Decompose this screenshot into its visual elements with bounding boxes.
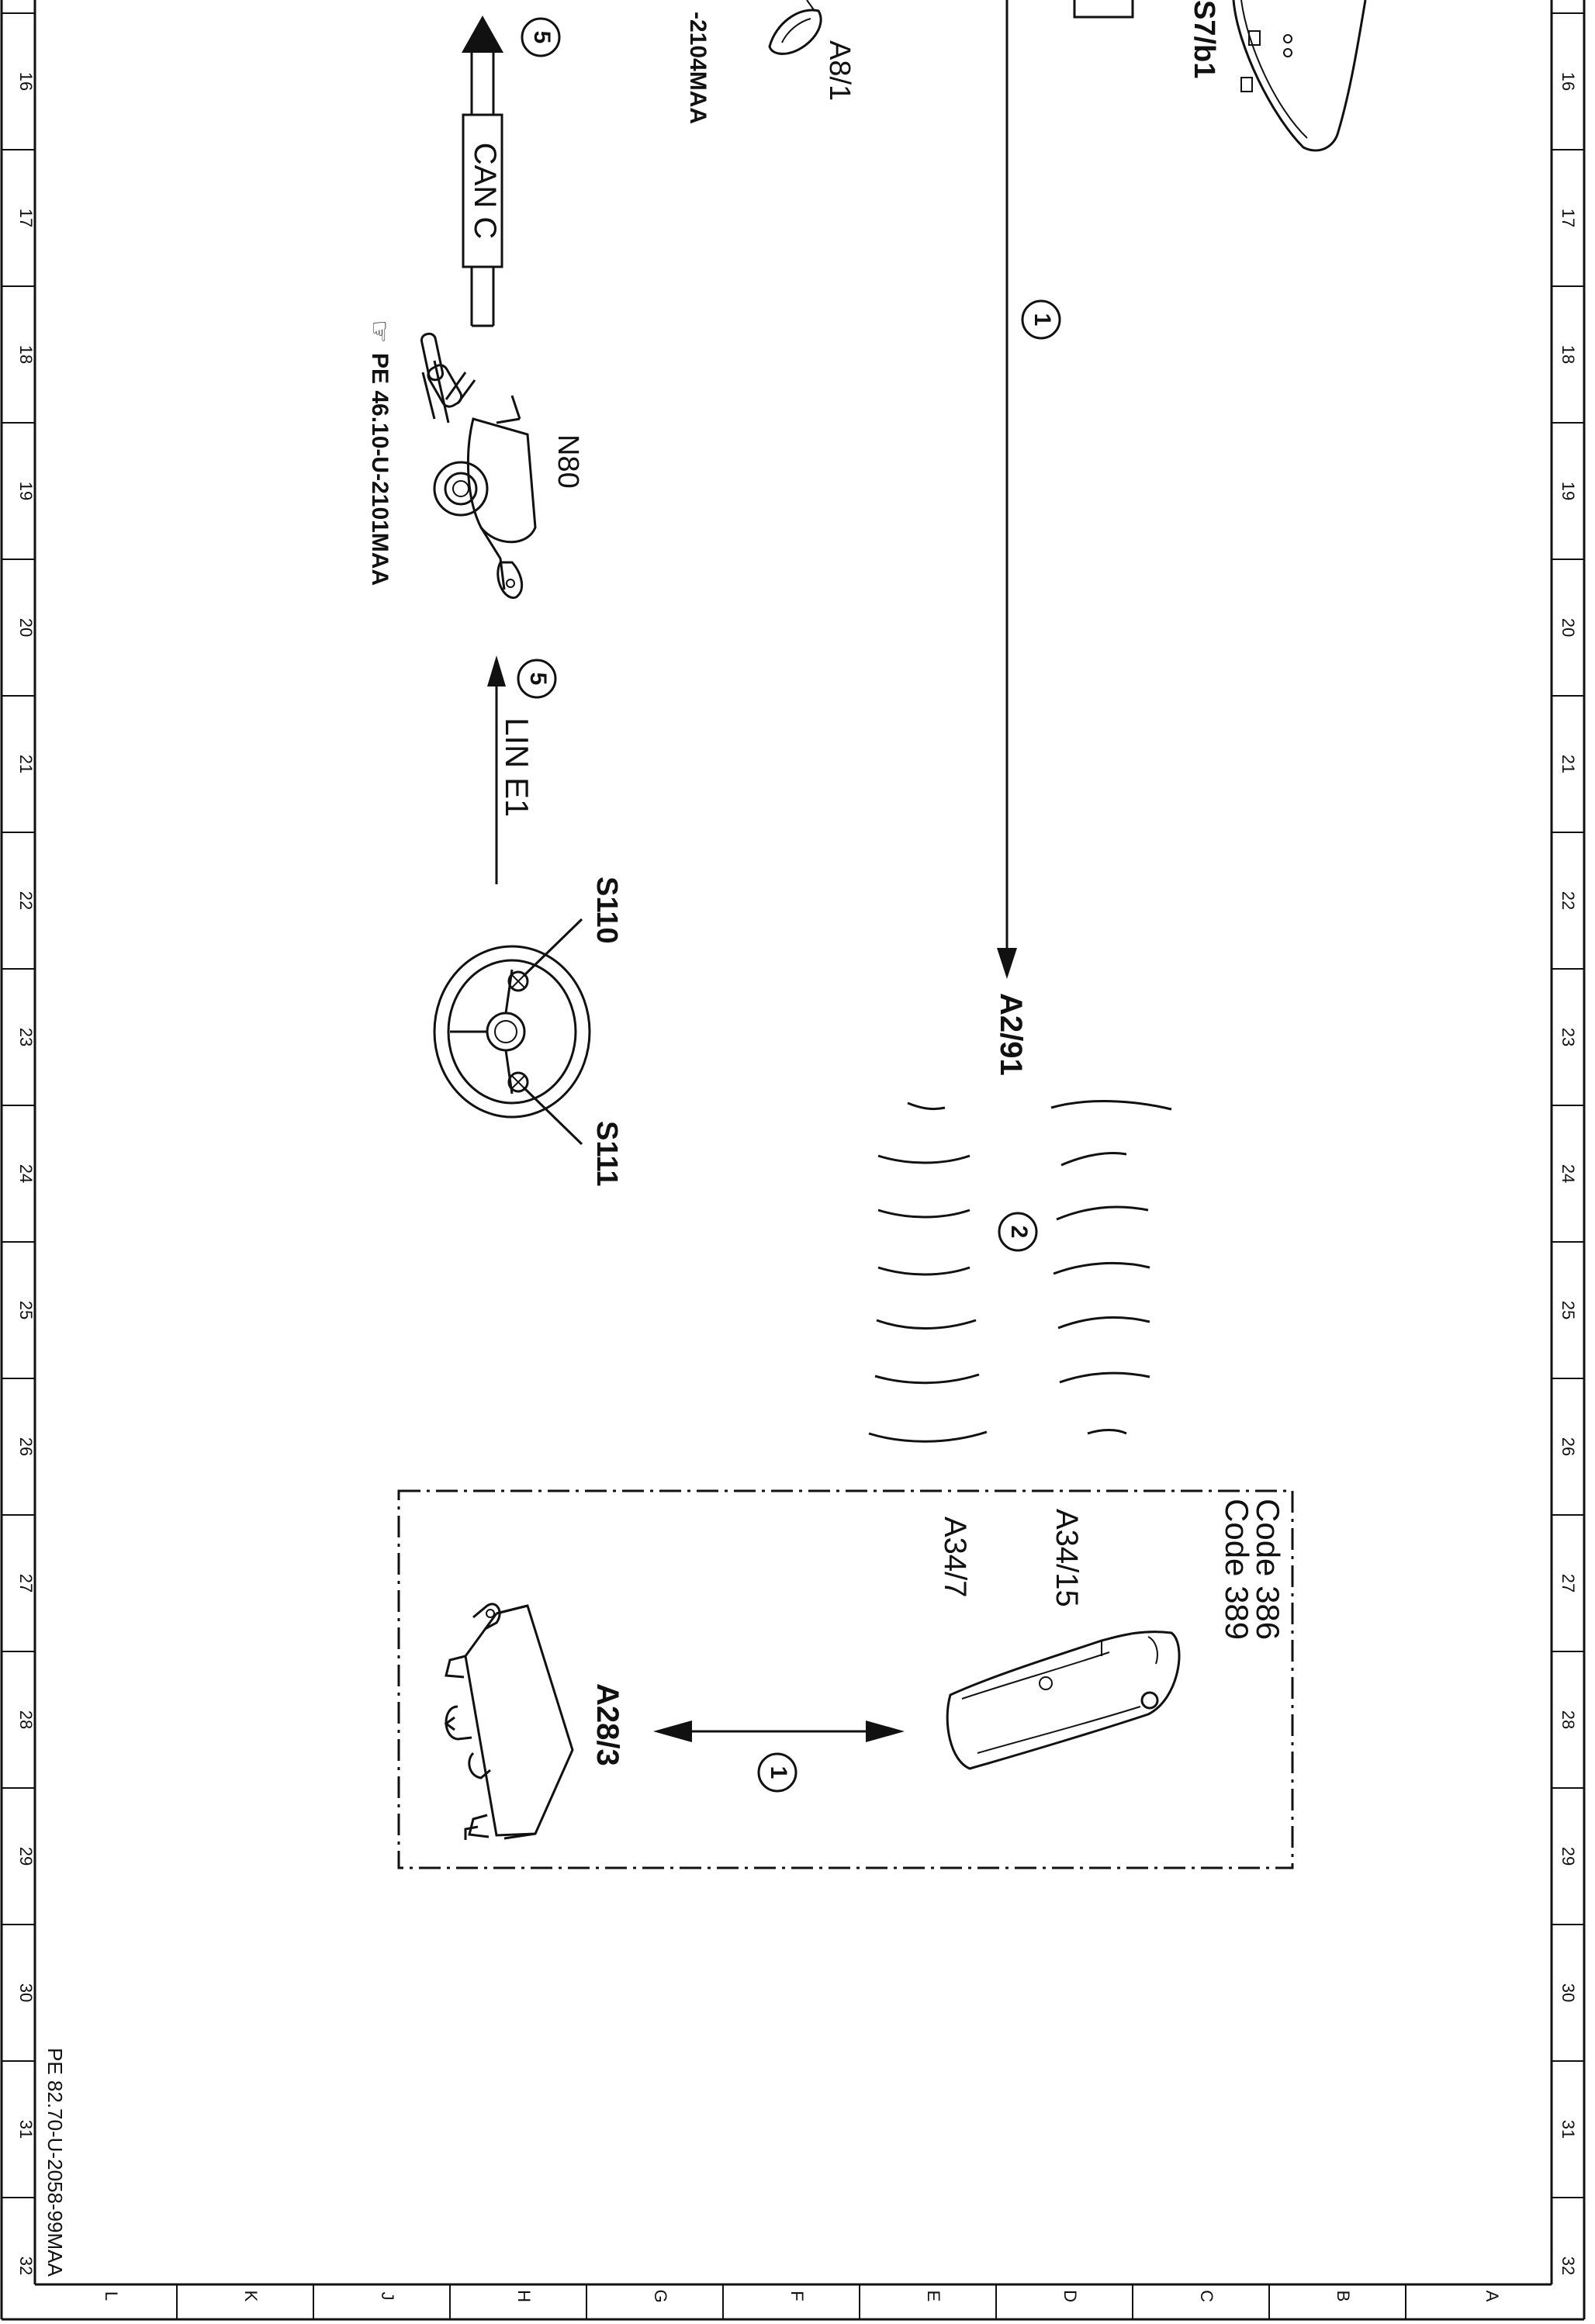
a2-91-label: A2/91 [994,993,1028,1076]
scale-letter: D [1060,2290,1080,2302]
callout-5-mid: 5 [517,659,557,699]
scale-letter: F [787,2291,807,2301]
scale-letter: J [378,2292,397,2301]
scale-number: 29 [1559,1847,1578,1866]
scale-letter: E [924,2291,943,2302]
scale-number: 30 [1559,1983,1578,2002]
scale-number: 24 [16,1164,36,1183]
scale-number: 21 [16,755,36,773]
scale-letter: L [102,2291,121,2301]
key-icon [768,0,822,55]
scale-ticks [2,12,1584,2198]
can-c-label: CAN C [468,143,502,239]
scale-number: 19 [1559,482,1578,500]
scale-number: 28 [1559,1710,1578,1729]
s110-label: S110 [590,877,623,944]
scale-number: 28 [16,1710,36,1729]
scale-number: 32 [1559,2257,1578,2275]
scale-number: 26 [1559,1437,1578,1456]
ref-2104maa: -2104MAA [685,12,711,124]
a34-15-label: A34/15 [1050,1509,1084,1607]
scale-letter: B [1334,2291,1353,2302]
lin-e1-bus: LIN E1 [487,655,535,884]
hand-pointer-icon: ☞ [365,320,394,343]
scale-number: 26 [16,1437,36,1456]
code-option-box [397,1489,1294,1869]
document-reference: PE 82.70-U-2058-99MAA [43,2048,67,2277]
scale-numbers-left: 16 17 18 19 20 21 22 23 24 25 26 27 28 2… [16,72,36,2275]
letter-scale: L K J H G F E D C B A [102,2284,1502,2319]
can-c-bus: CAN C [462,16,503,327]
handset-icon [946,1631,1181,1770]
scale-number: 18 [16,345,36,364]
scale-number: 20 [16,618,36,637]
scale-number: 30 [16,1983,36,2002]
radio-waves [868,1100,1172,1443]
callout-number: 1 [766,1766,791,1779]
scale-number: 29 [16,1847,36,1866]
scale-number: 21 [1559,755,1578,773]
arrow-right-icon [866,1721,905,1742]
callout-1-box: 1 [757,1752,798,1793]
signal-line-1 [997,0,1017,979]
scale-number: 16 [16,72,36,91]
a34-7-label: A34/7 [938,1516,972,1598]
rearview-mirror-icon [1073,0,1367,152]
code-386-label: Code 386 [1250,1499,1286,1640]
arrow-up-icon [487,655,506,686]
scale-number: 17 [16,209,36,227]
callout-2: 2 [998,1212,1038,1252]
scale-number: 25 [16,1301,36,1319]
arrow-left-icon [653,1721,692,1742]
lin-e1-label: LIN E1 [499,718,535,817]
bidirectional-link [653,1721,905,1742]
scale-letter: H [514,2290,534,2302]
scale-letter: G [651,2289,670,2302]
ref-n80: ☞ PE 46.10-U-2101MAA [365,320,394,586]
callout-number: 1 [1029,313,1055,327]
code-389-label: Code 389 [1219,1499,1255,1640]
scale-number: 31 [1559,2120,1578,2139]
scale-number: 17 [1559,209,1578,227]
s111-label: S111 [590,1121,623,1187]
scale-number: 20 [1559,618,1578,637]
scale-letter: C [1197,2290,1216,2302]
scale-number: 27 [1559,1574,1578,1593]
arrow-down-icon [997,948,1017,979]
scale-number: 22 [1559,891,1578,910]
scale-numbers-right: 16 17 18 19 20 21 22 23 24 25 26 27 28 2… [1559,72,1578,2275]
scale-number: 16 [1559,72,1578,91]
callout-1-top: 1 [1021,299,1061,340]
scale-number: 23 [16,1028,36,1046]
steering-column-module-icon [420,332,537,599]
scale-number: 32 [16,2257,36,2275]
scale-number: 19 [16,482,36,500]
s7b1-label: S7/b1 [1188,0,1220,78]
callout-5-top: 5 [521,17,561,57]
a28-3-label: A28/3 [590,1683,625,1766]
scale-number: 22 [16,891,36,910]
callout-number: 2 [1006,1226,1032,1239]
control-unit-icon [444,1603,574,1840]
scale-letter: K [241,2291,261,2302]
callout-number: 5 [525,673,551,686]
steering-wheel-icon [433,918,591,1146]
arrow-up-icon [462,16,503,53]
scale-number: 24 [1559,1164,1578,1183]
scale-number: 27 [16,1574,36,1593]
scale-letter: A [1483,2291,1502,2302]
scale-number: 23 [1559,1028,1578,1046]
scale-number: 25 [1559,1301,1578,1319]
callout-number: 5 [529,31,555,44]
scale-number: 31 [16,2120,36,2139]
n80-label: N80 [552,434,584,489]
a8-1-label: A8/1 [823,40,856,101]
ref-n80-label: PE 46.10-U-2101MAA [367,353,393,586]
scale-number: 18 [1559,345,1578,364]
